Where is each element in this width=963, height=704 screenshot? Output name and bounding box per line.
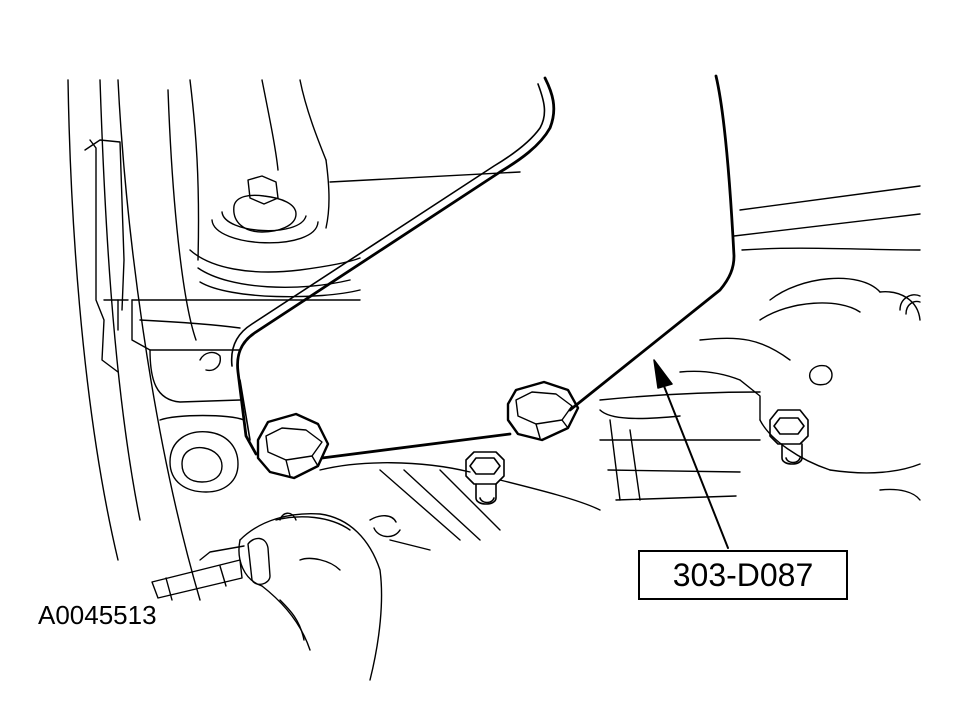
- figure-id: A0045513: [38, 600, 157, 630]
- tool-hex-bolt-right: [506, 380, 580, 442]
- callout-leader-arrow: [653, 359, 729, 549]
- tool-hex-bolt-left: [256, 412, 330, 480]
- stud-bolt-right: [769, 409, 809, 465]
- stud-bolt-center: [465, 451, 505, 505]
- special-tool-plate: [230, 74, 736, 460]
- tool-number-callout: 303-D087: [638, 550, 848, 600]
